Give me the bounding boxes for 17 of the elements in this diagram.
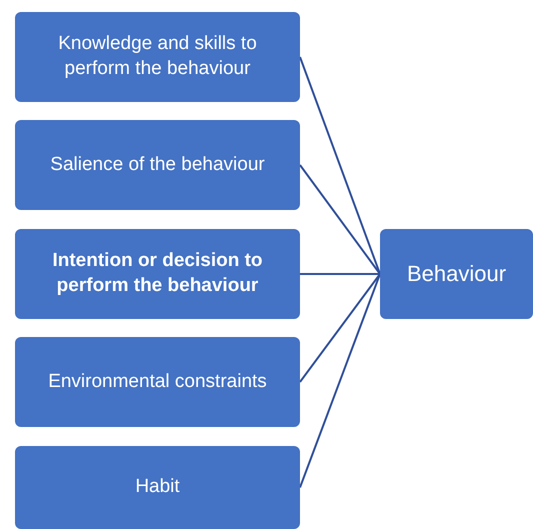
connector-line: [299, 274, 381, 488]
box-label: Habit: [135, 475, 180, 500]
connector-line: [299, 164, 381, 275]
box-label: Knowledge and skills to perform the behaviour: [57, 32, 258, 81]
process-box: [15, 120, 300, 210]
process-box: [15, 337, 300, 427]
process-box: [15, 12, 300, 102]
process-box: [15, 446, 300, 529]
box-label: Salience of the behaviour: [50, 152, 265, 177]
process-box: [380, 229, 533, 319]
process-box: [15, 229, 300, 319]
box-label: Intention or decision to perform the behaviour: [51, 249, 264, 298]
box-label: Behaviour: [406, 260, 506, 288]
box-label: Environmental constraints: [48, 370, 267, 394]
connector-line: [299, 273, 381, 383]
connector-line: [299, 56, 381, 274]
connector-line: [300, 273, 380, 275]
